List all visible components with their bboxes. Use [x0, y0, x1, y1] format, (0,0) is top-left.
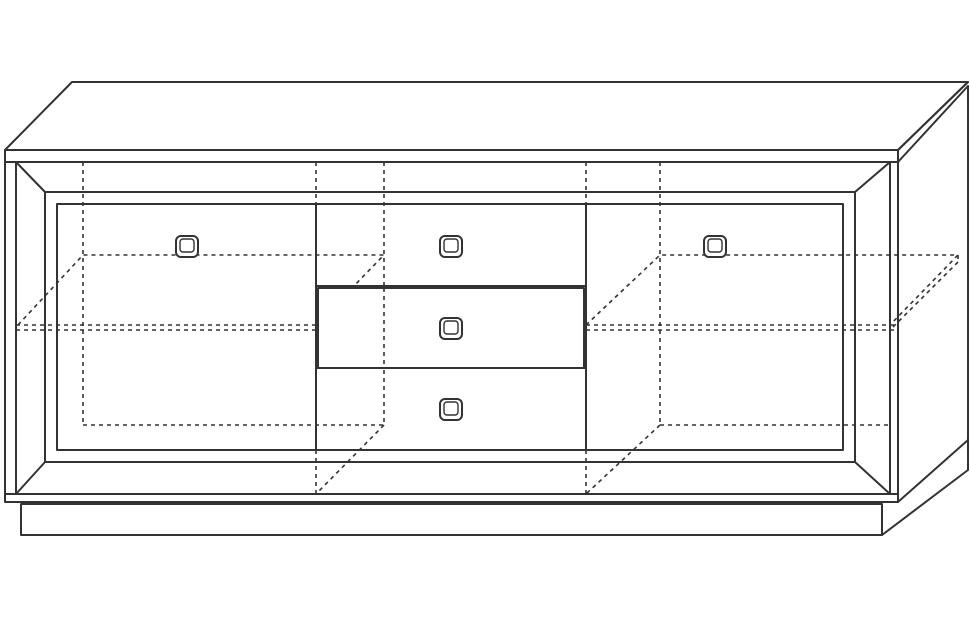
top-surface [4, 81, 969, 151]
plinth [20, 439, 969, 536]
side-panel-face [897, 85, 969, 503]
front-frame [4, 161, 899, 503]
knob-door-left [175, 235, 199, 258]
knob-drawer-bottom [439, 398, 463, 421]
knob-drawer-top [439, 235, 463, 258]
bevel-frame [44, 191, 856, 463]
top-panel [4, 81, 969, 163]
hidden-shelf-right [585, 254, 960, 326]
top-front-edge [4, 149, 899, 163]
hidden-interior [16, 162, 960, 495]
knob-drawer-middle [439, 317, 463, 340]
front-panel-outline [56, 203, 844, 451]
top-side-edge [897, 81, 969, 151]
knob-door-right [703, 235, 727, 258]
side-panel [889, 85, 969, 503]
plinth-front [20, 503, 883, 536]
bevel-tl [15, 161, 46, 193]
bevel-br [854, 461, 891, 495]
knobs [175, 235, 727, 421]
bevel-bl [15, 461, 46, 495]
plinth-side [881, 439, 969, 536]
bevel-tr [854, 161, 891, 193]
